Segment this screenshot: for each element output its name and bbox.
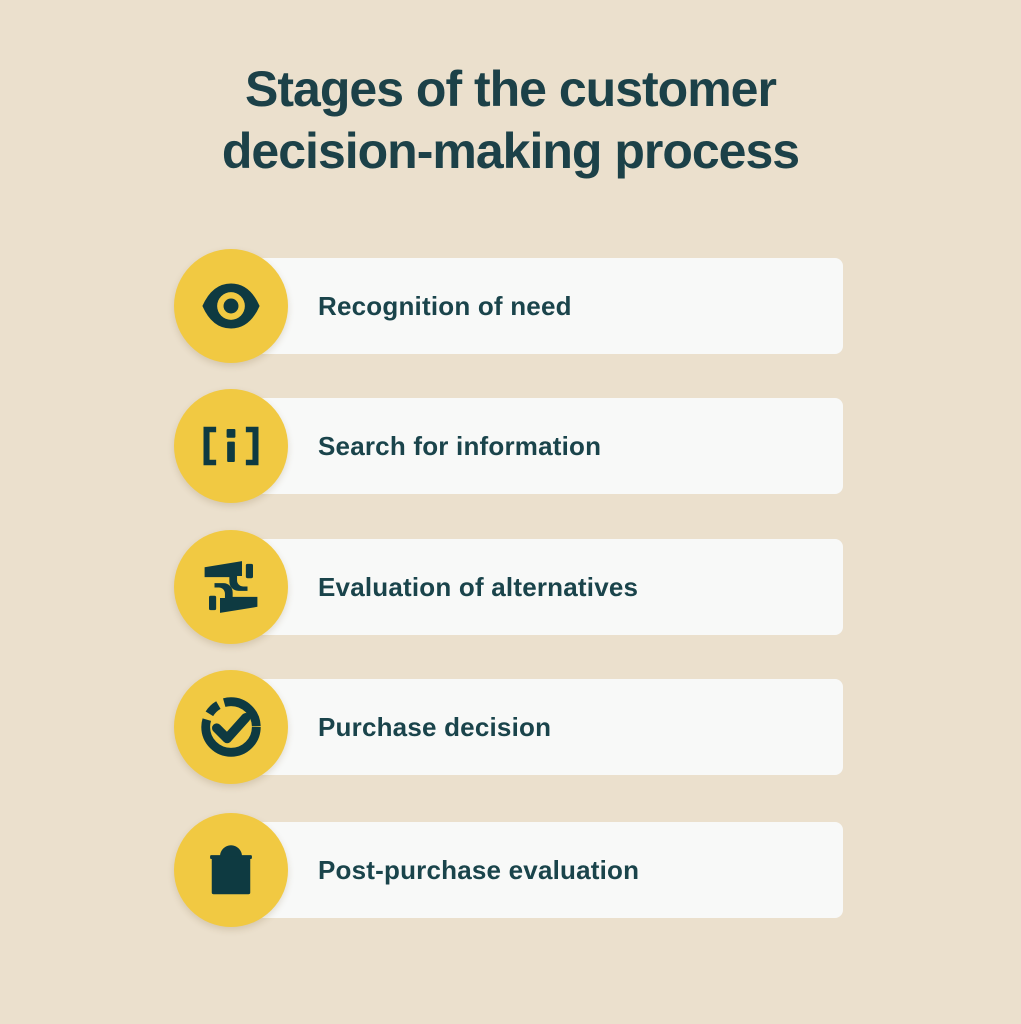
page-title: Stages of the customer decision-making p… <box>0 58 1021 182</box>
stage-label: Purchase decision <box>318 711 552 742</box>
stage-label: Search for information <box>318 430 602 461</box>
stage-row-1: Recognition of need <box>0 249 1021 363</box>
stage-icon-badge <box>174 670 288 784</box>
stage-label: Recognition of need <box>318 290 572 321</box>
stage-icon-badge <box>174 249 288 363</box>
stage-card: Purchase decision <box>243 679 843 775</box>
stage-card: Recognition of need <box>243 258 843 354</box>
stage-card: Evaluation of alternatives <box>243 539 843 635</box>
eye-icon <box>202 283 260 329</box>
stage-label: Evaluation of alternatives <box>318 571 639 602</box>
check-ring-icon <box>201 697 261 757</box>
stage-row-4: Purchase decision <box>0 670 1021 784</box>
page-title-line-2: decision-making process <box>221 123 800 179</box>
stage-icon-badge <box>174 530 288 644</box>
stage-row-2: Search for information <box>0 389 1021 503</box>
info-brackets-icon <box>203 426 259 466</box>
stage-label: Post-purchase evaluation <box>318 854 640 885</box>
stage-card: Post-purchase evaluation <box>243 822 843 918</box>
compare-blocks-icon <box>204 561 258 613</box>
stage-row-5: Post-purchase evaluation <box>0 813 1021 927</box>
stage-icon-badge <box>174 389 288 503</box>
stage-icon-badge <box>174 813 288 927</box>
stage-row-3: Evaluation of alternatives <box>0 530 1021 644</box>
page-title-line-1: Stages of the customer <box>245 61 777 117</box>
stage-card: Search for information <box>243 398 843 494</box>
shopping-bag-icon <box>210 845 252 895</box>
